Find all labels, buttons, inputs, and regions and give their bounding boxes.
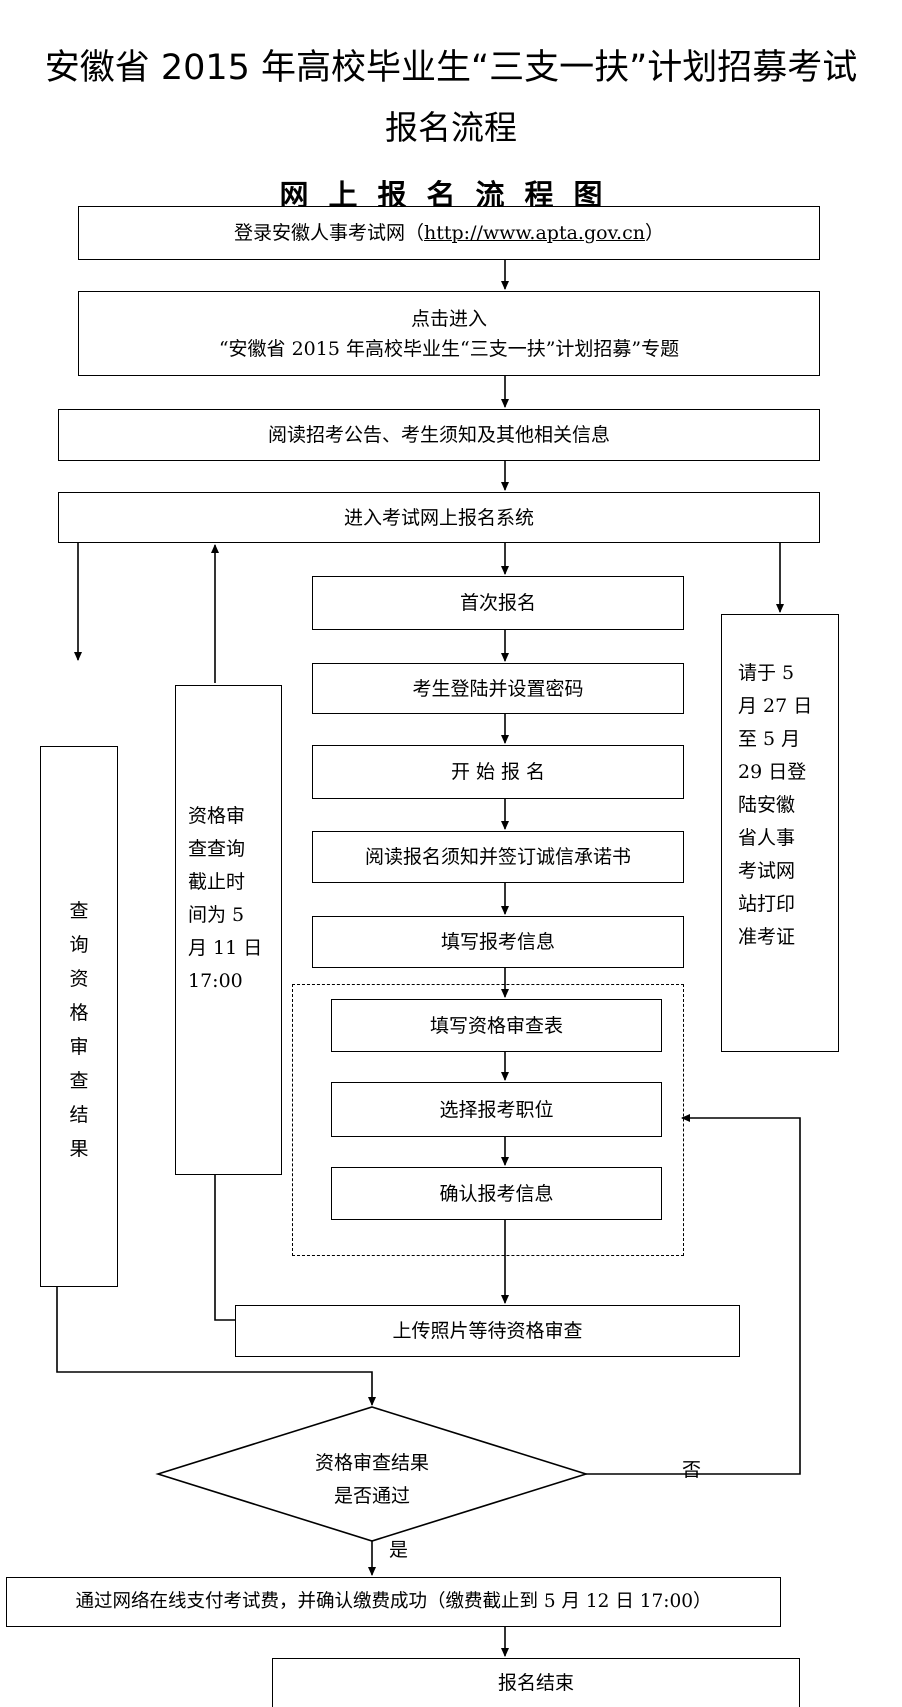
- print-line: 陆安徽: [738, 794, 796, 816]
- first-register-box: 首次报名: [312, 576, 684, 630]
- print-admission-box: 请于 5 月 27 日 至 5 月 29 日登 陆安徽 省人事 考试网 站打印 …: [721, 614, 839, 1052]
- no-label: 否: [682, 1459, 702, 1481]
- fill-info-box: 填写报考信息: [312, 916, 684, 968]
- start-register-box: 开 始 报 名: [312, 745, 684, 799]
- upload-photo-label: 上传照片等待资格审查: [392, 1320, 583, 1342]
- page-title-line1: 安徽省 2015 年高校毕业生“三支一扶”计划招募考试: [44, 48, 858, 88]
- login-set-password-box: 考生登陆并设置密码: [312, 663, 684, 714]
- login-prefix: 登录安徽人事考试网（: [234, 222, 425, 244]
- choose-position-box: 选择报考职位: [331, 1082, 662, 1137]
- deadline-line: 间为 5: [188, 904, 245, 926]
- read-notice-box: 阅读招考公告、考生须知及其他相关信息: [58, 409, 820, 461]
- print-line: 准考证: [738, 926, 796, 948]
- read-sign-box: 阅读报名须知并签订诚信承诺书: [312, 831, 684, 883]
- query-result-char: 询: [69, 934, 89, 956]
- click-enter-box: 点击进入 “安徽省 2015 年高校毕业生“三支一扶”计划招募”专题: [78, 291, 820, 376]
- fill-info-label: 填写报考信息: [440, 931, 555, 953]
- end-box: 报名结束: [272, 1658, 800, 1707]
- print-line: 月 27 日: [738, 695, 813, 717]
- query-result-char: 资: [69, 968, 89, 990]
- enter-system-box: 进入考试网上报名系统: [58, 492, 820, 543]
- print-line: 请于 5: [738, 662, 795, 684]
- start-register-label: 开 始 报 名: [450, 761, 546, 783]
- login-set-password-label: 考生登陆并设置密码: [412, 677, 584, 700]
- page-title-line2: 报名流程: [385, 108, 517, 147]
- yes-label: 是: [389, 1539, 409, 1561]
- login-url-link[interactable]: http://www.apta.gov.cn: [424, 222, 645, 244]
- payment-label: 通过网络在线支付考试费，并确认缴费成功（缴费截止到 5 月 12 日 17:00…: [75, 1591, 712, 1612]
- fill-qual-form-box: 填写资格审查表: [331, 999, 662, 1052]
- print-line: 29 日登: [738, 761, 807, 783]
- query-result-char: 结: [69, 1104, 89, 1126]
- print-line: 至 5 月: [738, 728, 801, 750]
- query-result-box: 查 询 资 格 审 查 结 果: [40, 746, 118, 1287]
- click-enter-line1: 点击进入: [410, 307, 487, 330]
- deadline-box: 资格审 查查询 截止时 间为 5 月 11 日 17:00: [175, 685, 282, 1175]
- query-result-char: 查: [69, 1070, 89, 1092]
- query-result-char: 格: [69, 1002, 89, 1024]
- choose-position-label: 选择报考职位: [439, 1098, 554, 1121]
- first-register-label: 首次报名: [459, 592, 536, 614]
- fill-qual-form-label: 填写资格审查表: [429, 1014, 563, 1037]
- deadline-text: 资格审 查查询 截止时 间为 5 月 11 日 17:00: [188, 800, 274, 998]
- deadline-line: 查查询: [188, 838, 246, 860]
- print-line: 省人事: [738, 827, 796, 849]
- query-result-char: 果: [69, 1138, 89, 1160]
- end-label: 报名结束: [497, 1672, 574, 1694]
- click-enter-line2: “安徽省 2015 年高校毕业生“三支一扶”计划招募”专题: [218, 337, 680, 360]
- deadline-line: 资格审: [188, 805, 246, 827]
- login-suffix: ）: [644, 222, 664, 244]
- decision-line1: 资格审查结果: [314, 1452, 429, 1474]
- enter-system-label: 进入考试网上报名系统: [343, 506, 534, 529]
- payment-box: 通过网络在线支付考试费，并确认缴费成功（缴费截止到 5 月 12 日 17:00…: [6, 1577, 781, 1627]
- query-result-char: 审: [69, 1036, 89, 1058]
- login-box: 登录安徽人事考试网（http://www.apta.gov.cn）: [78, 206, 820, 260]
- decision-line2: 是否通过: [333, 1485, 410, 1507]
- query-result-text: 查 询 资 格 审 查 结 果: [41, 894, 117, 1166]
- confirm-info-label: 确认报考信息: [439, 1182, 554, 1205]
- upload-photo-box: 上传照片等待资格审查: [235, 1305, 740, 1357]
- read-notice-label: 阅读招考公告、考生须知及其他相关信息: [267, 424, 610, 446]
- confirm-info-box: 确认报考信息: [331, 1167, 662, 1220]
- read-sign-label: 阅读报名须知并签订诚信承诺书: [364, 846, 631, 868]
- query-result-char: 查: [69, 900, 89, 922]
- deadline-line: 月 11 日: [188, 937, 263, 959]
- print-admission-text: 请于 5 月 27 日 至 5 月 29 日登 陆安徽 省人事 考试网 站打印 …: [738, 657, 828, 954]
- print-line: 站打印: [738, 893, 796, 915]
- deadline-line: 截止时: [188, 871, 246, 893]
- dashed-group: [292, 984, 684, 1256]
- deadline-line: 17:00: [188, 970, 243, 992]
- print-line: 考试网: [738, 860, 796, 882]
